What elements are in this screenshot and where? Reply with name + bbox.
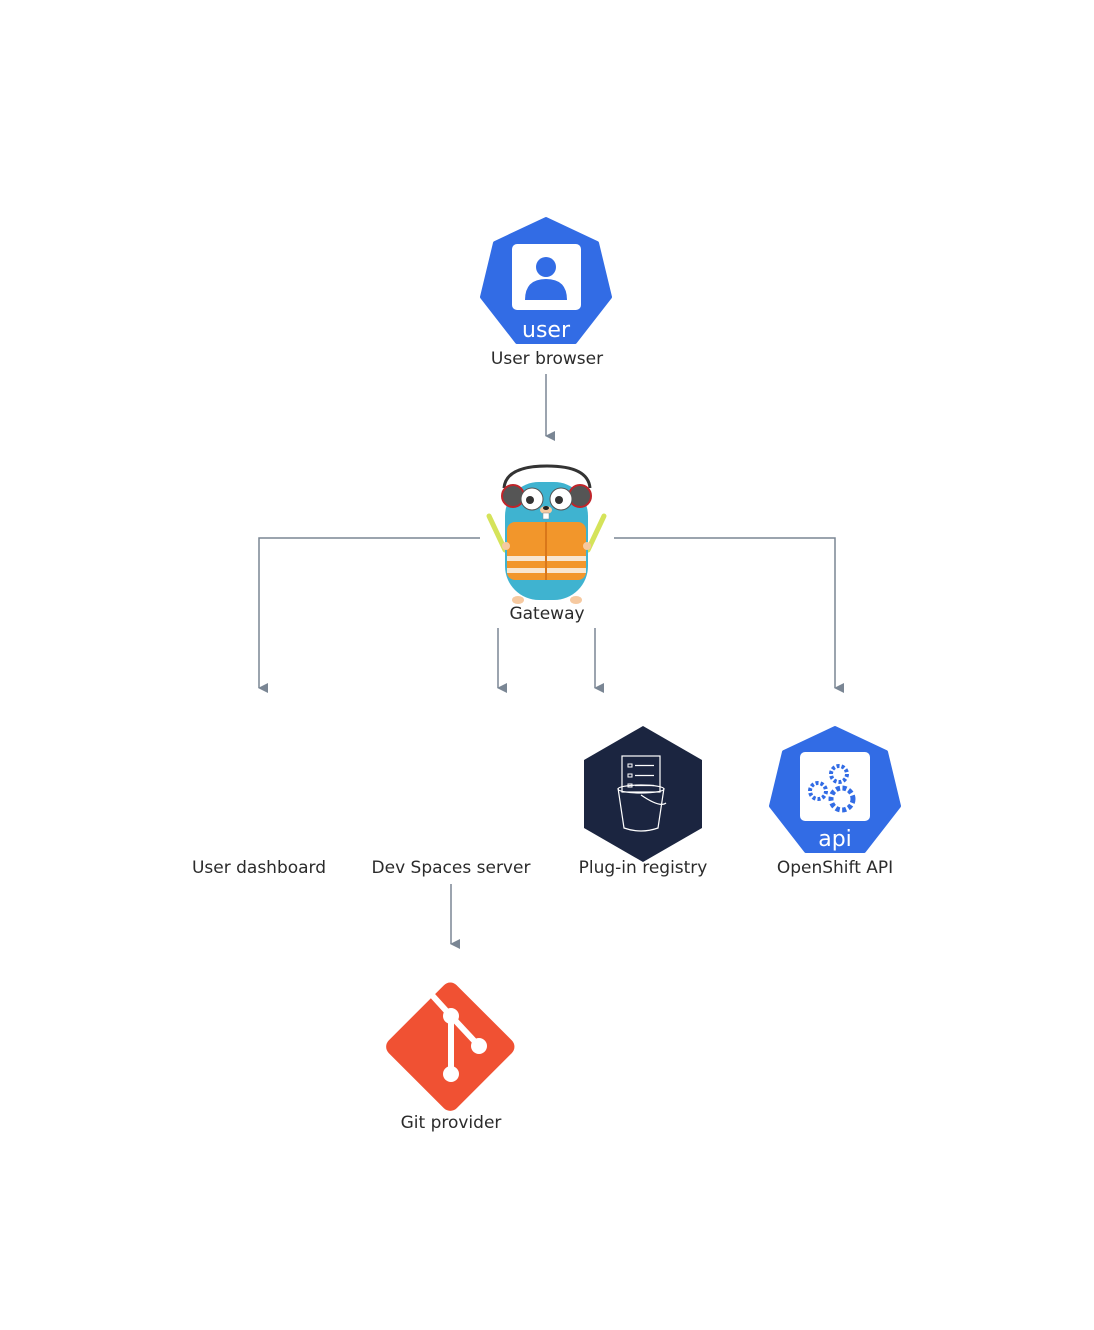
node-label-openshift-api: OpenShift API [776, 858, 894, 878]
gopher-icon [486, 464, 607, 604]
node-label-dev-spaces-server: Dev Spaces server [371, 858, 531, 878]
user-badge: user [522, 318, 571, 343]
user-icon: user [480, 217, 612, 344]
gears-icon: api [769, 726, 901, 853]
node-label-gateway: Gateway [509, 604, 585, 624]
edges [258, 374, 844, 949]
node-label-plugin-registry: Plug-in registry [578, 858, 708, 878]
bucket-icon [584, 726, 702, 862]
git-icon [386, 982, 515, 1111]
edge-gateway-to-openshift-api [614, 537, 844, 693]
node-label-user-browser: User browser [490, 349, 604, 369]
node-label-user-dashboard: User dashboard [191, 858, 327, 878]
node-label-git-provider: Git provider [400, 1113, 502, 1133]
edge-gateway-to-user-dashboard [258, 537, 480, 693]
api-badge: api [818, 827, 852, 852]
